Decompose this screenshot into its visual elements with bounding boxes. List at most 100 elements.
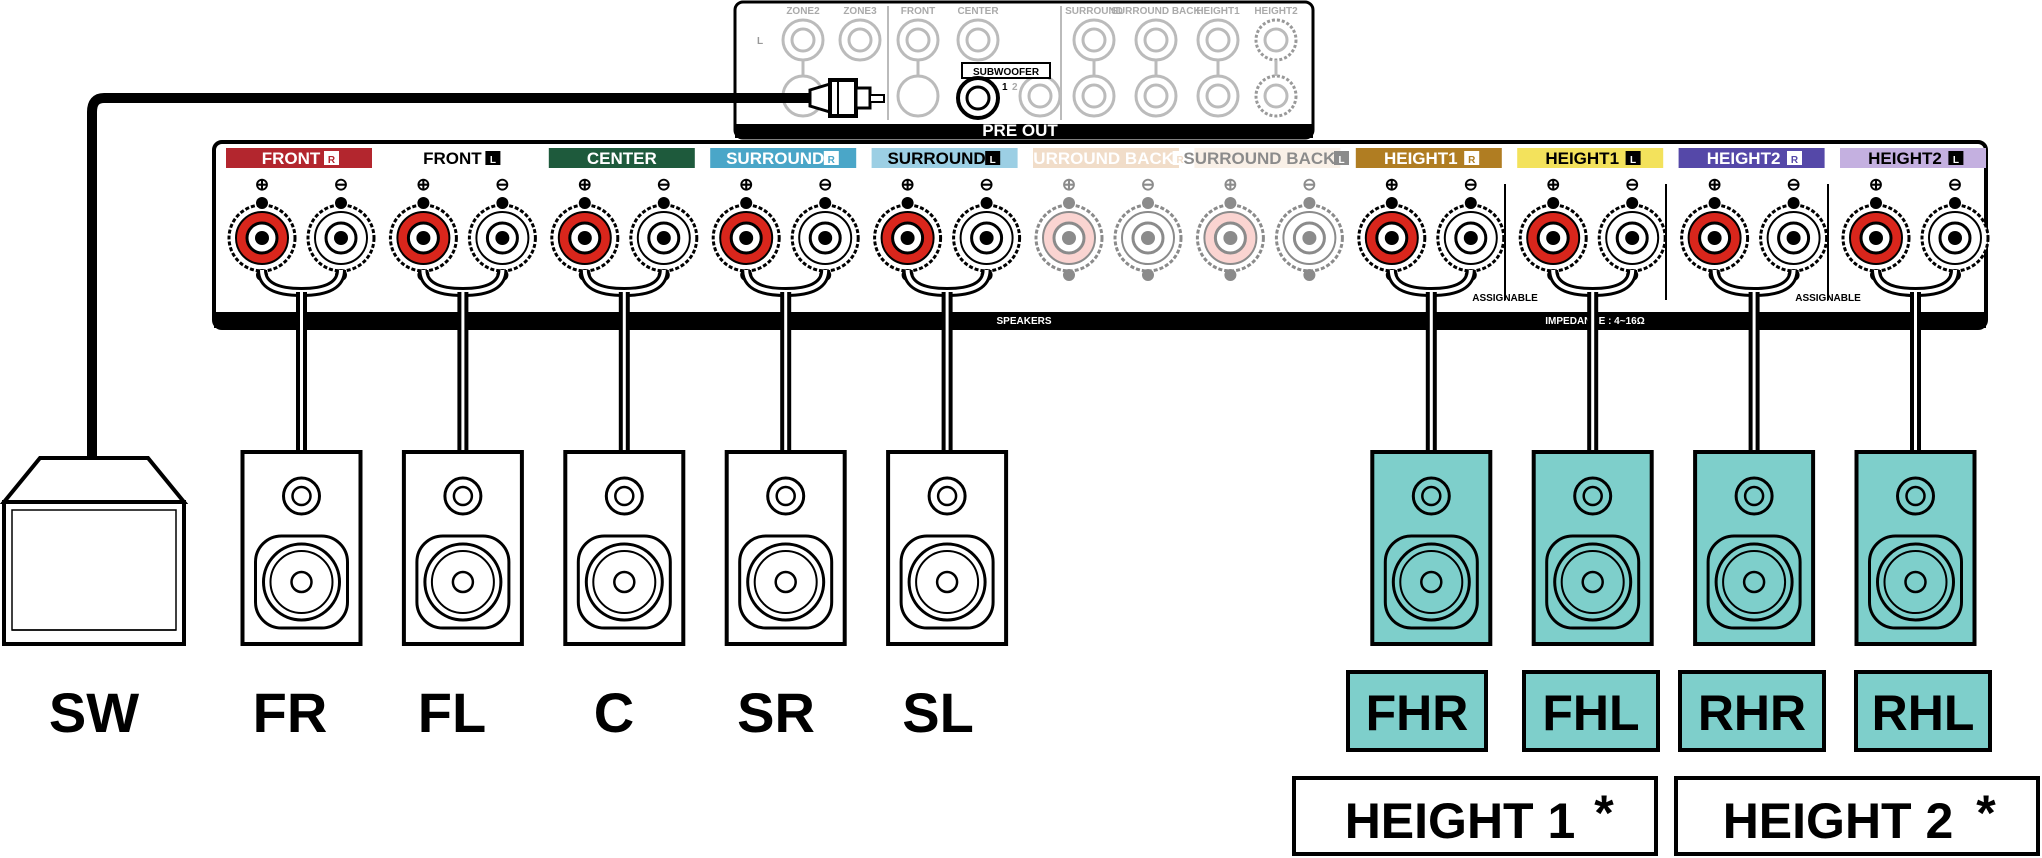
label-fl: FL [418, 681, 486, 744]
woofer [1706, 534, 1802, 630]
height-speaker [1531, 450, 1654, 646]
group-height2-asterisk: * [1976, 785, 1996, 841]
channel-badge: L [1630, 155, 1636, 166]
tweeter [1411, 476, 1451, 516]
group-height1: HEIGHT 1 [1345, 793, 1576, 849]
floor-speaker [240, 450, 363, 646]
floor-speaker [563, 450, 686, 646]
channel-height2-r: HEIGHT2 R ⊕ ⊖ [1678, 148, 1829, 281]
channel-height1-l: HEIGHT1 L ⊕ ⊖ [1517, 148, 1667, 281]
plus-symbol: ⊕ [739, 175, 753, 194]
minus-symbol: ⊖ [1464, 175, 1478, 194]
preout-label-zone2: ZONE2 [786, 6, 820, 17]
minus-symbol: ⊖ [1786, 175, 1800, 194]
group-height2: HEIGHT 2 [1723, 793, 1954, 849]
channel-center: CENTER⊕⊖ [548, 148, 699, 281]
channel-badge: L [1338, 155, 1344, 166]
channel-label: SURROUND BACK [1022, 149, 1175, 168]
label-c: C [594, 681, 634, 744]
minus-symbol: ⊖ [979, 175, 993, 194]
floor-speaker [886, 450, 1009, 646]
channel-label: HEIGHT2 [1868, 149, 1942, 168]
preout-title: PRE OUT [982, 121, 1058, 140]
plus-symbol: ⊕ [1385, 175, 1399, 194]
channel-label: FRONT [262, 149, 321, 168]
plus-terminal[interactable] [1195, 203, 1265, 273]
channel-badge: L [990, 155, 996, 166]
plus-symbol: ⊕ [1223, 175, 1237, 194]
plus-symbol: ⊕ [1869, 175, 1883, 194]
subwoofer-speaker [0, 456, 189, 646]
subwoofer-cable [87, 78, 885, 458]
height-speaker [1693, 450, 1816, 646]
height-speaker [1370, 450, 1493, 646]
minus-terminal[interactable] [1274, 203, 1344, 273]
channel-badge: R [1791, 155, 1799, 166]
minus-symbol: ⊖ [818, 175, 832, 194]
plus-symbol: ⊕ [578, 175, 592, 194]
minus-symbol: ⊖ [1302, 175, 1316, 194]
tweeter [443, 476, 483, 516]
woofer [899, 534, 995, 630]
tweeter [282, 476, 321, 516]
label-sr: SR [737, 681, 815, 744]
channel-label: HEIGHT1 [1384, 149, 1458, 168]
channel-badge: L [1953, 155, 1959, 166]
label-fr: FR [253, 681, 328, 744]
floor-speaker [724, 450, 847, 646]
label-sw: SW [49, 681, 139, 744]
woofer [1383, 534, 1479, 630]
channel-label: HEIGHT2 [1707, 149, 1781, 168]
speakers-panel: SPEAKERS IMPEDANCE : 4~16Ω ASSIGNABLE AS… [212, 140, 1990, 330]
channel-badge: R [1468, 155, 1476, 166]
preout-label-height2: HEIGHT2 [1254, 6, 1298, 17]
speakers-label: SPEAKERS [996, 316, 1051, 327]
group-height1-asterisk: * [1594, 785, 1614, 841]
subwoofer-jack-2: 2 [1012, 82, 1018, 93]
preout-label-zone3: ZONE3 [843, 6, 877, 17]
channel-label: SURROUND [887, 149, 985, 168]
subwoofer-jack-1: 1 [1002, 82, 1008, 93]
preout-label-surround: SURROUND [1065, 6, 1123, 17]
plus-symbol: ⊕ [1546, 175, 1560, 194]
plus-symbol: ⊕ [255, 175, 269, 194]
label-fhr: FHR [1366, 685, 1469, 741]
assignable-label-2: ASSIGNABLE [1795, 293, 1861, 304]
woofer [1545, 534, 1641, 630]
woofer [254, 534, 349, 630]
height-speaker [1854, 450, 1977, 646]
woofer [738, 534, 834, 630]
channel-label: FRONT [423, 149, 482, 168]
label-rhl: RHL [1872, 685, 1975, 741]
channel-badge: L [490, 155, 496, 166]
tweeter [604, 476, 644, 516]
plus-symbol: ⊕ [1707, 175, 1721, 194]
tweeter [927, 476, 967, 516]
channel-badge: R [1176, 155, 1184, 166]
plus-terminal[interactable] [1034, 203, 1104, 273]
tweeter [766, 476, 806, 516]
plus-symbol: ⊕ [1062, 175, 1076, 194]
preout-side-label: L [757, 36, 763, 47]
woofer [576, 534, 672, 630]
minus-symbol: ⊖ [334, 175, 348, 194]
tweeter [1573, 476, 1613, 516]
woofer [415, 534, 511, 630]
channel-height2-l: HEIGHT2 L ⊕ ⊖ [1840, 148, 1990, 281]
channel-badge: R [828, 155, 836, 166]
channel-badge: R [328, 155, 336, 166]
channel-label: HEIGHT1 [1545, 149, 1619, 168]
label-rhr: RHR [1698, 685, 1806, 741]
minus-symbol: ⊖ [657, 175, 671, 194]
preout-label-surround-back: SURROUND BACK [1111, 6, 1201, 17]
minus-symbol: ⊖ [1625, 175, 1639, 194]
channel-front-r: FRONT R ⊕ ⊖ [226, 148, 376, 281]
label-sl: SL [902, 681, 974, 744]
minus-symbol: ⊖ [1141, 175, 1155, 194]
floor-speaker [401, 450, 524, 646]
minus-symbol: ⊖ [1948, 175, 1962, 194]
channel-label: SURROUND BACK [1183, 149, 1336, 168]
minus-terminal[interactable] [1113, 203, 1183, 273]
